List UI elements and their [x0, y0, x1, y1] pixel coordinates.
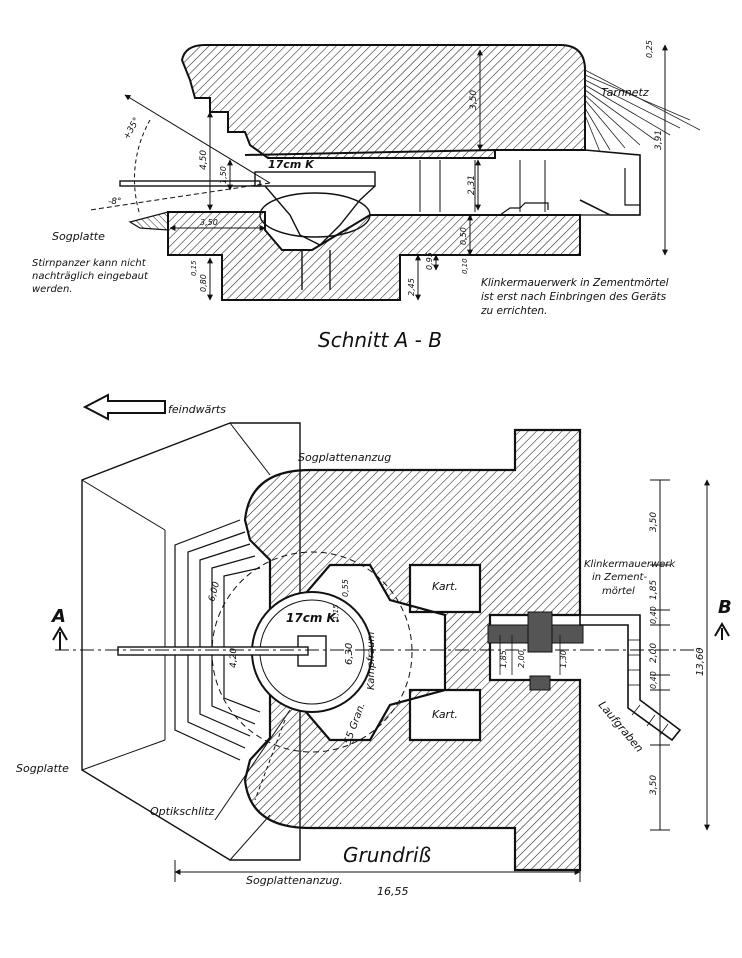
kart-bottom-label: Kart.: [432, 708, 458, 721]
dim-010: 0,10: [461, 258, 469, 274]
plan-gun-label: 17cm K.: [286, 611, 340, 625]
kart-top-label: Kart.: [432, 580, 458, 593]
plan-sogplatte-label: Sogplatte: [16, 762, 69, 775]
sogplattenanzug-bottom-label: Sogplattenanzug.: [246, 874, 343, 887]
dim-600: 6,00: [207, 581, 222, 603]
section-view: Tarnnetz 17cm K Sogplatte Stirnpanzer ka…: [32, 40, 701, 352]
plan-concrete-mass: [243, 428, 582, 872]
dim-130: 1,30: [559, 650, 568, 668]
sogplattenanzug-top-label: Sogplattenanzug: [298, 451, 391, 464]
dim-150: 1,50: [219, 166, 228, 184]
dim-055: 0,55: [341, 579, 350, 597]
dim-total-height: 13,60: [695, 647, 706, 676]
embrasure-steps: [174, 519, 261, 761]
dim-630: 6,30: [344, 643, 355, 665]
section-title: Schnitt A - B: [318, 328, 442, 352]
feindwaerts-arrow: [82, 393, 166, 421]
dim-095: 0,95: [425, 252, 434, 270]
dim-total-width: 16,55: [377, 885, 409, 898]
label-a: A: [50, 606, 66, 627]
dim-040-bottom: 0,40: [649, 671, 658, 689]
dim-080: 0,80: [199, 274, 208, 292]
dim-025: 0,25: [645, 40, 654, 58]
dim-391: 3,91: [654, 130, 664, 150]
dim-200: 2,00: [649, 643, 659, 663]
dim-angle-down: -8°: [108, 197, 121, 207]
label-b: B: [718, 597, 732, 618]
laufgraben: [579, 614, 682, 742]
dim-050: 0,50: [459, 227, 468, 245]
plan-title: Grundriß: [343, 843, 431, 867]
klinker-note: Klinkermauerwerk in Zementmörtel ist ers…: [480, 277, 672, 317]
kampfraum-label: Kampfraum: [366, 631, 377, 690]
tarnnetz-label: Tarnnetz: [601, 86, 649, 99]
section-gun-label: 17cm K: [268, 158, 315, 171]
section-sogplatte-label: Sogplatte: [52, 230, 105, 243]
dim-040-top: 0,40: [649, 606, 658, 624]
dim-015: 0,15: [190, 260, 198, 276]
dim-185-small: 1,85: [499, 650, 508, 668]
dim-231: 2,31: [467, 175, 477, 195]
dim-185: 1,85: [649, 580, 659, 600]
feindwaerts-label: feindwärts: [168, 403, 226, 416]
dim-245: 2,45: [407, 278, 416, 296]
dim-200-small: 2,00: [517, 650, 526, 668]
plan-view: feindwärts A B: [16, 393, 732, 898]
dim-350-bottom: 3,50: [649, 775, 659, 795]
plan-klinker-note: Klinkermauerwerk in Zement- mörtel: [584, 559, 678, 597]
dim-420: 4,20: [229, 648, 239, 668]
dim-350-roof: 3,50: [469, 90, 479, 110]
tarnnetz-lines: [584, 69, 701, 153]
dim-350-floor: 3,50: [200, 218, 218, 227]
section-gun: [119, 171, 376, 290]
section-floor: [167, 211, 581, 301]
plan-gun-barrel: [117, 646, 309, 656]
section-roof: [180, 44, 586, 159]
dim-450: 4,50: [199, 150, 209, 170]
dim-350-top: 3,50: [649, 512, 659, 532]
dim-115: 1,15: [332, 604, 340, 620]
optikschlitz-label: Optikschlitz: [150, 805, 215, 818]
dim-angle-up: +35°: [122, 116, 142, 141]
stirnpanzer-note: Stirnpanzer kann nicht nachträglich eing…: [32, 258, 151, 295]
